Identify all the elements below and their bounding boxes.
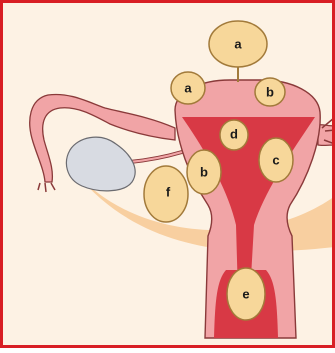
fibroid-c-label: c xyxy=(272,153,279,168)
fibroid-f-label: f xyxy=(166,185,171,200)
fibroid-e-label: e xyxy=(242,287,249,302)
fibroid-a-subserosal-label: a xyxy=(184,81,192,96)
fibroid-b-lower-label: b xyxy=(200,165,208,180)
fibroid-d-label: d xyxy=(230,127,238,142)
fibroid-a-pedunculated-label: a xyxy=(234,37,242,52)
fibroid-b-upper-label: b xyxy=(266,85,274,100)
